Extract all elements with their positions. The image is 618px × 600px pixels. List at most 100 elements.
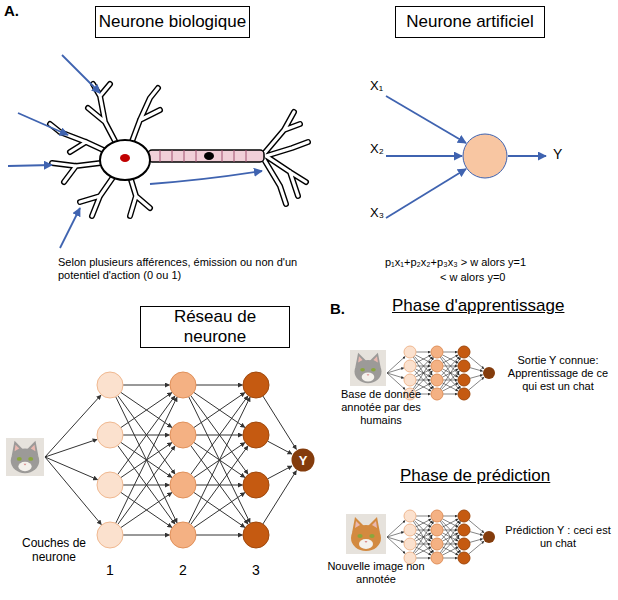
connection-arrow [470,375,483,379]
afferent-arrow [62,55,100,93]
connection-arrow [116,397,177,523]
formula-text: p₁x₁+p₂x₂+p₃x₃ > w alors y=1 [385,256,617,269]
connection-arrow [415,519,431,527]
layer-neuron [458,346,470,358]
connection-arrow [469,356,484,369]
connection-arrow [442,383,458,391]
input-arrow [386,155,462,157]
formula-text: < w alors y=0 [440,271,610,284]
connection-arrow [387,368,404,373]
layer-neuron [431,524,443,536]
connection-arrow [387,356,405,373]
artificial-neuron [463,134,507,178]
connection-arrow [268,441,293,454]
panel-letter: B. [330,300,360,318]
layer-neuron [431,510,443,522]
connection-arrow [442,519,458,527]
cell-body [100,140,150,180]
input-arrow [386,169,466,218]
afferent-arrow [8,165,52,166]
cat-image [6,438,44,476]
layer-neuron [243,472,269,498]
layer-neuron [97,472,123,498]
connection-arrow [196,535,243,536]
layer-neuron [404,524,416,536]
output-name: Y [553,146,573,163]
connection-arrow [45,439,97,457]
layer-neuron [243,372,269,398]
connection-arrow [45,395,101,457]
connection-arrow [121,493,172,528]
box-title: Neurone biologique [99,12,246,32]
nucleus [120,154,130,162]
layer-neuron [458,510,470,522]
connection-arrow [415,547,431,555]
layer-neuron [431,346,443,358]
connection-arrow [263,471,297,524]
layer-neuron [170,522,196,548]
connection-arrow [415,355,431,363]
connection-arrow [194,493,245,528]
layer-neuron [431,538,443,550]
connection-arrow [416,352,431,353]
connection-arrow [442,547,458,555]
connection-arrow [123,535,170,536]
connection-arrow [45,457,98,480]
panel-letter: A. [4,2,44,20]
layer-neuron [404,346,416,358]
box-title: Réseau de neurone [141,307,289,347]
connection-arrow [442,355,458,363]
connection-arrow [443,394,458,395]
connection-arrow [415,519,431,527]
connection-arrow [387,520,405,537]
connection-arrow [443,352,458,353]
layer-number: 2 [175,562,191,579]
layer-neuron [458,374,470,386]
layer-neuron [404,374,416,386]
node-of-ranvier [204,152,214,160]
box-title: Neurone artificiel [406,12,534,32]
connection-arrow [191,446,248,525]
title-box: Réseau de neurone [140,306,290,348]
connection-arrow [118,446,175,525]
axis-caption: Couches de neurone [14,536,94,565]
connection-arrow [415,355,431,363]
circle-fill [292,449,315,472]
layer-neuron [243,522,269,548]
layer-neuron [170,422,196,448]
layer-neuron [97,422,123,448]
layer-neuron [404,360,416,372]
layer-neuron [431,374,443,386]
action-potential-arrow [150,171,262,184]
input-name: X₃ [370,205,400,221]
layer-neuron [458,524,470,536]
title-box: Neurone biologique [95,6,250,38]
note-text: Selon plusieurs afférences, émission ou … [58,256,298,282]
connection-arrow [443,558,458,559]
connection-arrow [123,385,170,386]
output-neuron: Y [291,448,315,472]
layer-neuron [431,360,443,372]
output-neuron [483,367,495,379]
layer-neuron [431,552,443,564]
connection-arrow [118,396,175,475]
connection-arrow [416,516,431,517]
input-arrow [386,96,466,143]
section-heading: Phase d'apprentissage [392,296,612,316]
image-caption: Nouvelle image non annotée [326,560,426,586]
dendrite-outline [50,84,308,216]
connection-arrow [470,539,483,543]
connection-arrow [416,558,431,559]
image-caption: Base de donnée annotée par des humains [326,388,436,428]
connection-arrow [268,466,293,479]
connection-arrow [415,547,431,555]
layer-neuron [458,552,470,564]
connection-arrow [196,385,243,386]
cat-image [350,350,386,386]
layer-number: 3 [248,562,264,579]
layer-neuron [97,522,123,548]
connection-arrow [442,355,458,363]
afferent-arrow [60,208,80,248]
layer-neuron [170,372,196,398]
